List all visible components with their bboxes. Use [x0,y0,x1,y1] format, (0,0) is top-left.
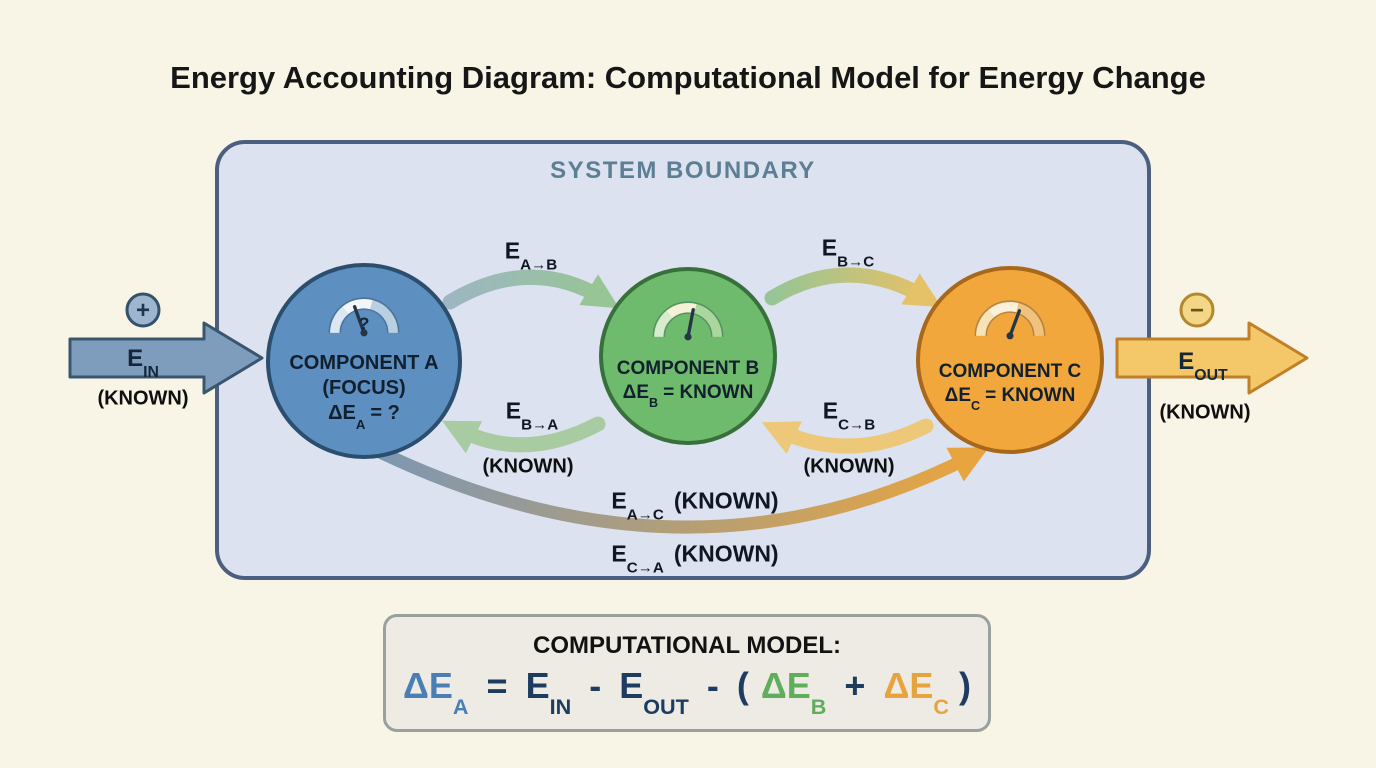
page-title: Energy Accounting Diagram: Computational… [170,60,1206,95]
gauge-question-mark: ? [359,314,370,334]
flow-arrow-a-to-c [369,443,989,534]
component-b-delta: ΔEB= KNOWN [622,381,754,410]
flow-label-b-to-c: EB→C [821,234,875,271]
component-a-name: COMPONENT A [289,352,439,374]
formula-minus-1: - [589,665,602,706]
formula-minus-2: - [706,665,719,706]
component-b-text: COMPONENT B ΔEB= KNOWN [603,357,773,410]
component-b: COMPONENT B ΔEB= KNOWN [599,267,777,445]
minus-icon: − [1179,292,1215,328]
component-a-tag: (FOCUS) [322,377,406,399]
e-in-known: (KNOWN) [97,387,189,410]
flow-arrow-b-to-a [441,416,606,454]
flow-known-c-to-b: (KNOWN) [803,455,895,478]
component-c: COMPONENT C ΔEC= KNOWN [916,266,1104,454]
component-a: ? COMPONENT A (FOCUS) ΔEA= ? [266,263,462,459]
e-out-known: (KNOWN) [1159,401,1251,424]
formula-term-e-out: EOUT [619,665,689,719]
formula-term-delta-ec: ΔEC [883,665,949,719]
component-a-delta: ΔEA= ? [328,402,400,432]
model-formula: ΔEA = EIN - EOUT - ( ΔEB + ΔEC ) [386,665,988,719]
e-in-label: EIN [127,345,159,382]
component-c-text: COMPONENT C ΔEC= KNOWN [920,360,1100,413]
gauge-icon [974,300,1046,340]
component-b-name: COMPONENT B [616,358,760,379]
e-out-arrow [1115,321,1309,395]
formula-equals: = [486,665,508,706]
gauge-icon: ? [328,297,400,337]
svg-text:−: − [1190,297,1204,324]
formula-term-delta-ea: ΔEA [403,665,469,719]
flow-arrow-c-to-b [761,418,934,454]
computational-model-box: COMPUTATIONAL MODEL: ΔEA = EIN - EOUT - … [383,614,991,732]
flow-label-a-to-b: EA→B [504,237,558,274]
e-out-label: EOUT [1178,348,1228,385]
flow-label-c-to-a: EC→A(KNOWN) [611,540,779,577]
flow-label-b-to-a: EB→A [505,397,559,434]
flow-known-b-to-a: (KNOWN) [482,455,574,478]
flow-arrow-a-to-b [442,269,620,310]
e-in-arrow [68,321,264,395]
component-c-delta: ΔEC= KNOWN [944,384,1076,413]
model-title: COMPUTATIONAL MODEL: [533,632,841,659]
formula-close-paren: ) [958,665,971,706]
flow-arrow-b-to-c [764,267,942,308]
formula-term-delta-eb: ΔEB [760,665,827,719]
plus-icon: + [125,292,161,328]
formula-plus: + [844,665,866,706]
component-a-text: COMPONENT A (FOCUS) ΔEA= ? [270,351,458,432]
flow-label-a-to-c: EA→C(KNOWN) [611,487,779,524]
formula-open-paren: ( [736,665,749,706]
formula-term-e-in: EIN [525,665,572,719]
svg-text:+: + [136,297,150,324]
flow-label-c-to-b: EC→B [822,397,876,434]
component-c-name: COMPONENT C [938,361,1082,382]
gauge-icon [652,301,724,341]
system-boundary-label: SYSTEM BOUNDARY [550,157,816,184]
